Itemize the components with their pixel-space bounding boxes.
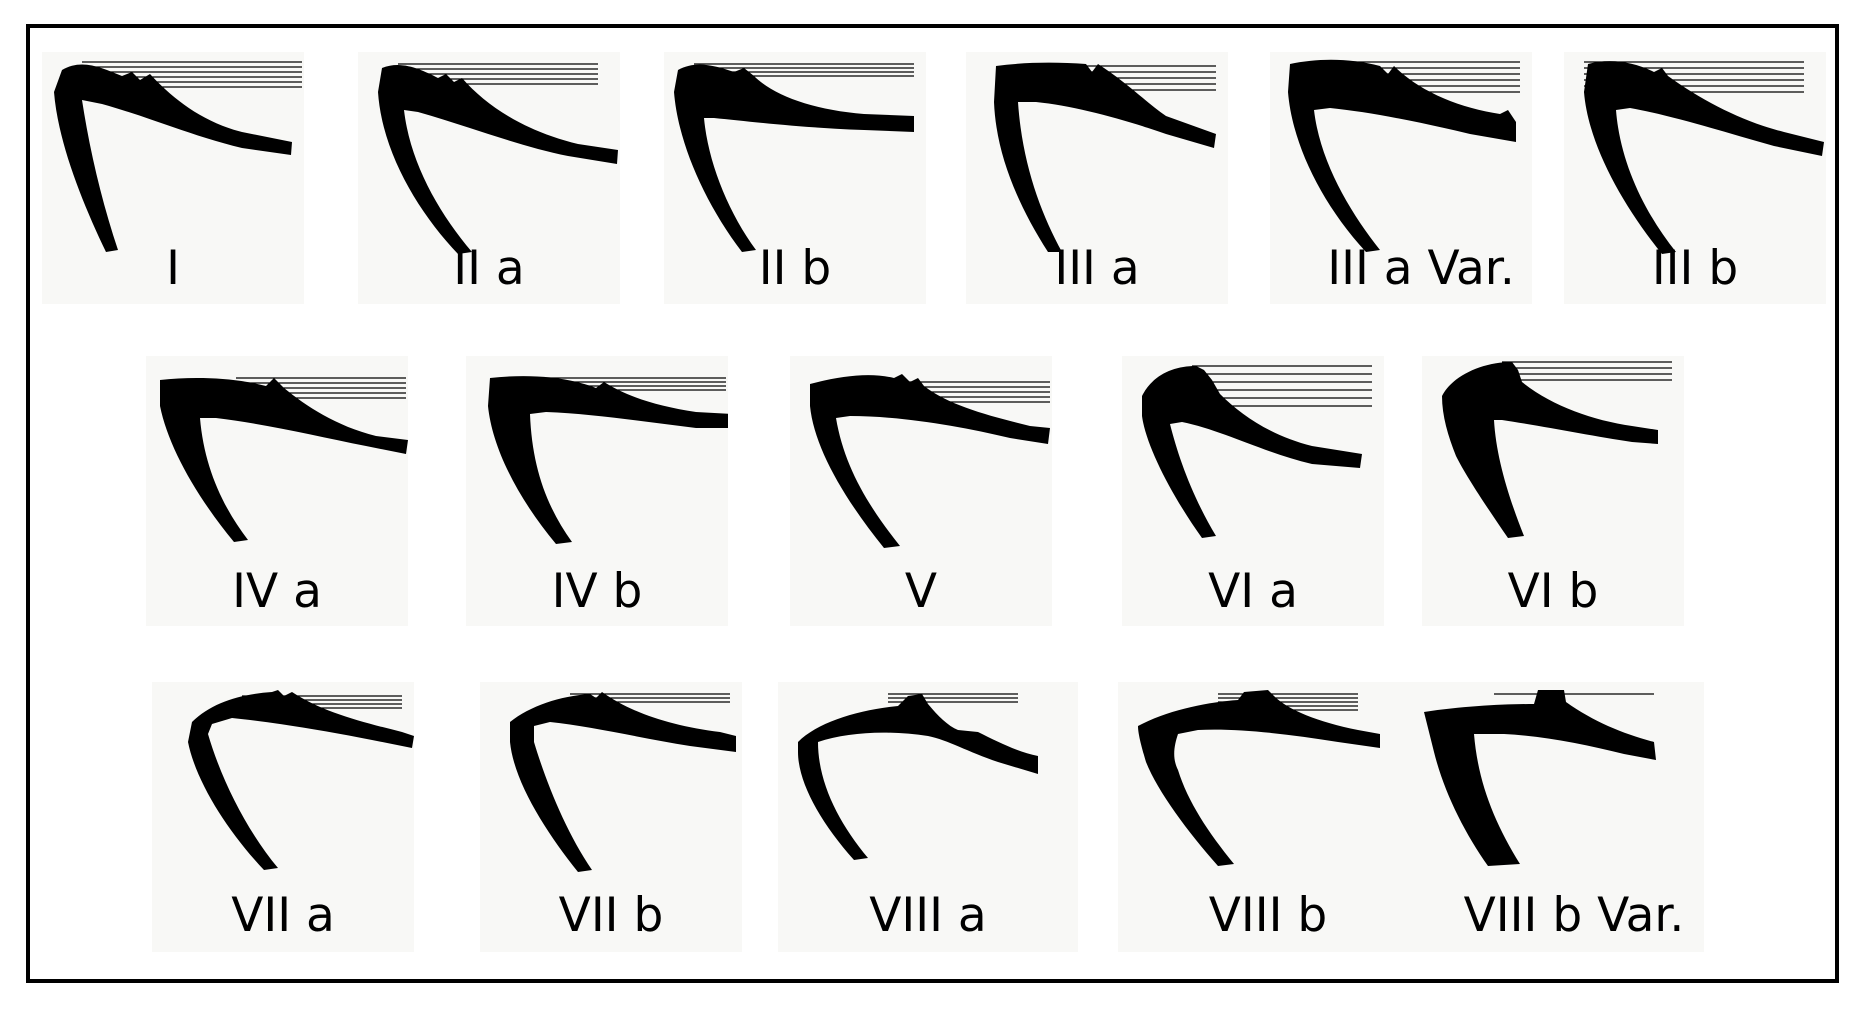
profile-shape: [810, 374, 1050, 548]
profile-panel: VI a: [1122, 356, 1384, 626]
profile-panel: VIII b: [1118, 682, 1418, 952]
profile-shape: [994, 62, 1216, 252]
profile-shape: [54, 64, 292, 252]
profile-label: II b: [758, 241, 832, 296]
profile-drawing: [1142, 365, 1372, 538]
profile-drawing: [1584, 61, 1824, 254]
profile-label: V: [904, 564, 938, 619]
profile-shape: [1584, 61, 1824, 254]
profile-label: III a: [1054, 241, 1140, 296]
profile-label: VIII b: [1208, 888, 1328, 943]
profile-panel: I: [42, 52, 304, 304]
profile-panel: IV b: [466, 356, 728, 626]
profile-drawing: [488, 376, 728, 544]
profile-shape: [798, 694, 1038, 860]
profile-panel: VI b: [1422, 356, 1684, 626]
profile-drawing: [994, 62, 1216, 252]
profile-drawing: [54, 61, 302, 252]
profile-label: VII b: [558, 888, 664, 943]
profile-label: VI b: [1507, 564, 1599, 619]
profile-drawing: [798, 693, 1038, 860]
profile-shape: [378, 65, 618, 255]
profile-label: IV a: [232, 564, 322, 619]
profile-shape: [1138, 690, 1380, 866]
profile-label: III b: [1651, 241, 1739, 296]
profile-shape: [510, 692, 736, 872]
profile-label: IV b: [551, 564, 643, 619]
profile-panel: V: [790, 356, 1052, 626]
profile-label: VIII b Var.: [1463, 888, 1685, 943]
profile-drawing: [1288, 59, 1520, 253]
profile-label: II a: [453, 241, 525, 296]
profile-label: III a Var.: [1327, 241, 1515, 296]
profile-drawing: [188, 690, 414, 870]
profile-shape: [488, 376, 728, 544]
profile-label: VII a: [231, 888, 335, 943]
profile-shape: [160, 378, 408, 542]
profile-panel: VIII b Var.: [1404, 682, 1704, 952]
profile-drawing: [378, 63, 618, 255]
profile-label: I: [166, 241, 180, 296]
profile-label: VI a: [1208, 564, 1298, 619]
profile-panel: VII a: [152, 682, 414, 952]
profile-panel: VII b: [480, 682, 742, 952]
profile-shape: [674, 64, 914, 252]
profile-panel: III a: [966, 52, 1228, 304]
profile-drawing: [1138, 690, 1380, 866]
profile-label: VIII a: [869, 888, 987, 943]
profile-drawing: [674, 63, 914, 252]
profile-shape: [1442, 362, 1658, 538]
profile-shape: [1142, 366, 1362, 538]
profile-drawing: [1424, 690, 1656, 866]
profile-panel: III a Var.: [1270, 52, 1532, 304]
profile-drawing: [510, 692, 736, 872]
profile-shape: [1288, 59, 1516, 253]
profile-shape: [1424, 690, 1656, 866]
profile-panel: IV a: [146, 356, 408, 626]
profile-panel: II b: [664, 52, 926, 304]
profile-panel: III b: [1564, 52, 1826, 304]
profile-shape: [188, 690, 414, 870]
profile-panel: VIII a: [778, 682, 1078, 952]
profile-drawing: [1442, 361, 1672, 538]
profile-drawing: [160, 377, 408, 542]
profile-panel: II a: [358, 52, 620, 304]
profile-drawing: [810, 374, 1050, 548]
